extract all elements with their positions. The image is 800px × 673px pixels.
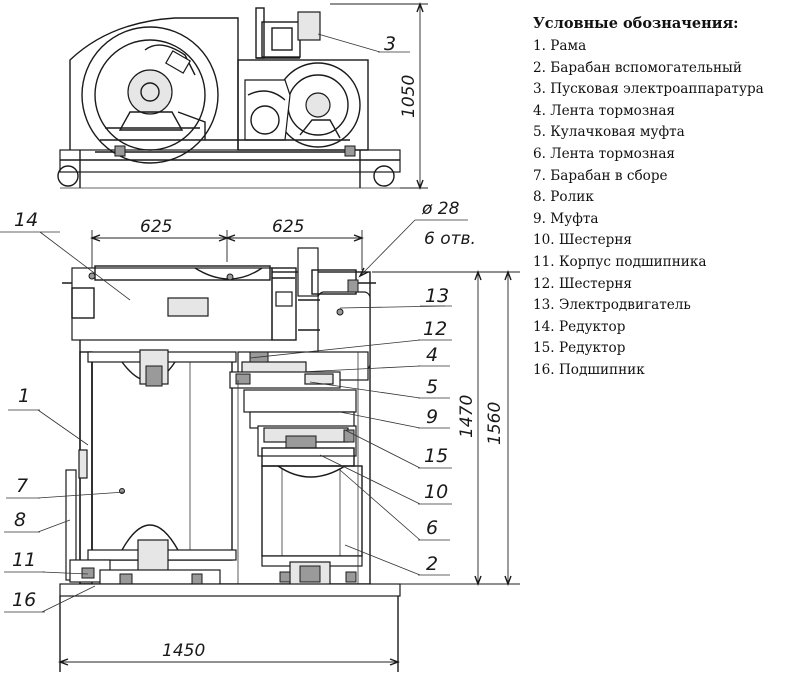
legend-item: 6. Лента тормозная (533, 145, 676, 162)
legend-item: 11. Корпус подшипника (533, 253, 707, 270)
dim-hole-diameter: ø 28 (421, 199, 460, 219)
callout-9: 9 (426, 406, 438, 428)
legend-item: 15. Редуктор (533, 340, 626, 357)
callout-4: 4 (426, 344, 438, 366)
legend-title: Условные обозначения: (533, 15, 739, 32)
dim-holes-count: 6 отв. (424, 229, 476, 249)
legend-item: 8. Ролик (533, 189, 594, 206)
plan-base-plate (59, 583, 401, 597)
coupling-5 (243, 389, 357, 413)
aux-drum-2 (261, 465, 363, 557)
callout-15: 15 (424, 445, 448, 467)
callout-7: 7 (16, 475, 28, 497)
plan-view: 625 625 ø 28 6 отв. (0, 199, 520, 672)
callout-10: 10 (424, 481, 448, 503)
legend: Условные обозначения: 1. Рама 2. Барабан… (533, 14, 795, 382)
side-view: 1050 3 (57, 2, 428, 190)
legend-item: 4. Лента тормозная (533, 102, 676, 119)
callout-6: 6 (426, 517, 438, 539)
callout-8: 8 (14, 509, 26, 531)
callout-14: 14 (14, 209, 38, 231)
dim-height-outer: 1560 (485, 402, 505, 445)
legend-item: 13. Электродвигатель (533, 297, 691, 314)
dim-height-top: 1050 (399, 75, 419, 118)
side-view-starter-box (261, 21, 301, 58)
legend-item: 12. Шестерня (533, 275, 633, 292)
legend-item: 9. Муфта (533, 210, 599, 227)
side-view-drum (81, 26, 219, 164)
side-view-foot-right (373, 165, 395, 187)
callout-1: 1 (18, 385, 30, 407)
leader-3 (317, 33, 381, 53)
callout-5: 5 (426, 376, 438, 398)
dim-width-left: 625 (140, 217, 172, 237)
legend-list: 1. Рама 2. Барабан вспомогательный 3. Пу… (533, 36, 795, 382)
callout-13: 13 (425, 285, 449, 307)
legend-item: 7. Барабан в сборе (533, 167, 668, 184)
callout-2: 2 (426, 553, 438, 575)
legend-item: 10. Шестерня (533, 232, 633, 249)
legend-item: 3. Пусковая электроаппаратура (533, 81, 764, 98)
callout-3: 3 (384, 33, 396, 55)
side-view-drum-housing (69, 17, 239, 150)
legend-item: 1. Рама (533, 38, 587, 54)
callout-12: 12 (423, 318, 447, 340)
side-view-base (59, 149, 401, 173)
callout-16: 16 (12, 589, 36, 611)
dim-width-total: 1450 (162, 641, 205, 661)
technical-drawing: 1050 3 625 625 ø 28 6 отв. (0, 2, 520, 672)
callout-11: 11 (12, 549, 36, 571)
side-view-foot-left (57, 165, 79, 187)
dim-height-inner: 1470 (457, 395, 477, 438)
dim-width-right: 625 (272, 217, 304, 237)
legend-item: 2. Барабан вспомогательный (533, 59, 742, 76)
side-view-drum-hub (127, 69, 173, 115)
legend-item: 5. Кулачковая муфта (533, 124, 685, 141)
legend-item: 14. Редуктор (533, 318, 626, 335)
side-view-aux-block (237, 59, 369, 151)
legend-item: 16. Подшипник (533, 361, 645, 378)
